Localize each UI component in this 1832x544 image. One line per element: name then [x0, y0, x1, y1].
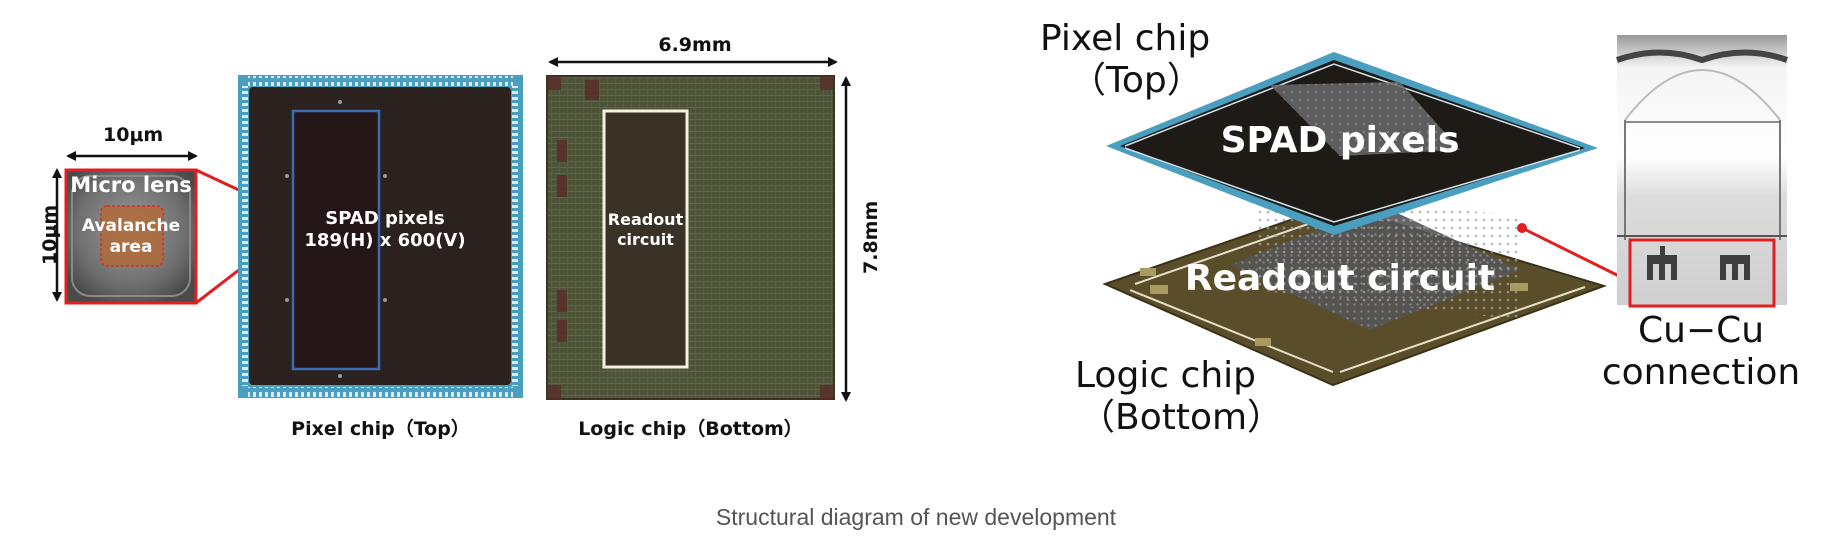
spad-pixels-label: SPAD pixels 189(H) x 600(V) [290, 208, 480, 252]
micro-lens-label: Micro lens [70, 173, 192, 197]
bottom-chip-label-line2: （Bottom） [1079, 397, 1284, 438]
bottom-chip-label: Logic chip （Bottom） [1075, 355, 1283, 439]
logic-chip-width-dimension: 6.9mm [658, 34, 732, 56]
spad-resolution-label: 189(H) x 600(V) [304, 230, 466, 251]
lens-width-dimension: 10μm [103, 124, 164, 146]
top-chip-label-line1: Pixel chip [1040, 18, 1211, 59]
figure-caption: Structural diagram of new development [715, 504, 1117, 530]
avalanche-line1: Avalanche [81, 216, 181, 236]
readout-line2: circuit [617, 230, 674, 249]
top-chip-label: Pixel chip （Top） [1040, 18, 1210, 102]
cu-cu-label-line1: Cu−Cu [1637, 310, 1765, 351]
avalanche-line2: area [109, 237, 153, 257]
iso-readout-circuit-label: Readout circuit [1184, 258, 1496, 299]
readout-circuit-label: Readout circuit [604, 210, 687, 250]
avalanche-area-label: Avalanche area [66, 216, 196, 258]
pixel-chip-title: Pixel chip（Top） [291, 418, 470, 440]
spad-label-line1: SPAD pixels [325, 208, 445, 229]
readout-line1: Readout [607, 210, 684, 229]
cu-cu-label: Cu−Cu connection [1596, 310, 1806, 394]
iso-spad-pixels-label: SPAD pixels [1220, 120, 1460, 161]
cu-cu-label-line2: connection [1601, 352, 1801, 393]
logic-chip-title: Logic chip（Bottom） [578, 418, 803, 440]
bottom-chip-label-line1: Logic chip [1075, 355, 1257, 396]
top-chip-label-line2: （Top） [1070, 60, 1203, 101]
